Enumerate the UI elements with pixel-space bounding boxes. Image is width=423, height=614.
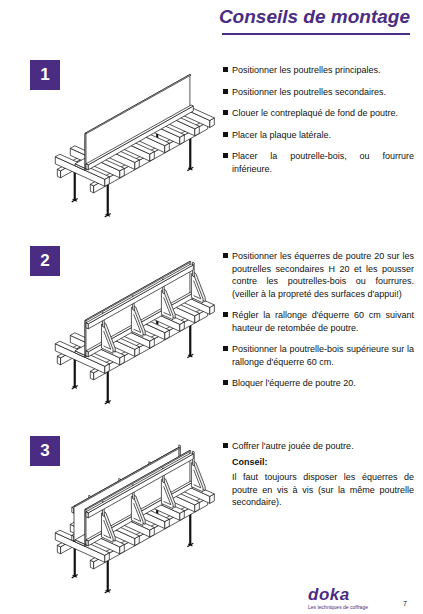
step-number: 1 bbox=[30, 60, 60, 90]
instruction-text: Clouer le contreplaqué de fond de poutre… bbox=[232, 107, 414, 120]
timber-upper bbox=[88, 265, 193, 329]
bullet-square bbox=[223, 346, 228, 351]
prop bbox=[107, 183, 109, 215]
beam-bracket bbox=[131, 307, 143, 336]
timber-upper bbox=[86, 453, 193, 513]
instruction-text: Placer la plaque latérale. bbox=[232, 129, 414, 142]
timber-upper bbox=[86, 264, 193, 324]
step-number-text: 3 bbox=[40, 441, 49, 461]
page-number: 7 bbox=[403, 600, 407, 607]
prop-foot bbox=[188, 168, 192, 170]
bullet-square bbox=[223, 380, 228, 385]
timber-lower bbox=[88, 482, 193, 546]
timber-lower bbox=[88, 106, 193, 170]
prop-foot bbox=[73, 575, 77, 577]
prop-foot bbox=[72, 199, 78, 202]
beam-bracket bbox=[131, 496, 143, 525]
prop-foot bbox=[72, 575, 78, 578]
prop bbox=[189, 513, 191, 545]
bracket-brace bbox=[194, 281, 201, 299]
bracket-brace bbox=[104, 331, 111, 349]
prop-foot bbox=[73, 199, 77, 201]
prop-foot bbox=[106, 214, 110, 216]
step-number-text: 2 bbox=[40, 251, 49, 271]
beam-bracket bbox=[191, 463, 203, 492]
bullet-square bbox=[223, 443, 228, 448]
prop-foot bbox=[106, 401, 110, 403]
advice-heading: Conseil: bbox=[232, 456, 414, 469]
bracket-brace bbox=[134, 503, 141, 521]
bracket-brace bbox=[104, 520, 111, 538]
title-rule bbox=[222, 33, 410, 35]
brand-tagline: Les techniques de coffrage bbox=[308, 604, 368, 610]
step-number: 3 bbox=[30, 436, 60, 466]
beam-bracket bbox=[102, 324, 114, 353]
prop-foot bbox=[105, 590, 111, 593]
prop bbox=[107, 559, 109, 591]
instruction-text: Coffrer l'autre jouée de poutre. bbox=[232, 440, 414, 453]
prop-foot bbox=[73, 386, 77, 388]
bracket-brace bbox=[164, 486, 171, 504]
prop-foot bbox=[188, 355, 192, 357]
instruction-text: Positionner les équerres de poutre 20 su… bbox=[232, 250, 414, 300]
bullet-square bbox=[223, 89, 228, 94]
beam-bracket bbox=[161, 479, 173, 508]
beam-bracket bbox=[102, 513, 114, 542]
brand-logo: doka bbox=[308, 585, 350, 605]
instruction-text: Bloquer l'équerre de poutre 20. bbox=[232, 377, 414, 390]
prop-foot bbox=[188, 544, 192, 546]
instruction-text: Placer la poutrelle-bois, ou fourrure in… bbox=[232, 150, 414, 175]
bullet-square bbox=[223, 253, 228, 258]
instruction-text: Positionner les poutrelles secondaires. bbox=[232, 86, 414, 99]
bracket-brace bbox=[164, 297, 171, 315]
prop bbox=[189, 137, 191, 169]
instruction-text: Positionner la poutrelle-bois supérieure… bbox=[232, 343, 414, 368]
beam-bracket bbox=[191, 274, 203, 303]
side-panel-edge bbox=[85, 133, 86, 169]
prop bbox=[189, 324, 191, 356]
instruction-text: Il faut toujours disposer les équerres d… bbox=[232, 471, 414, 509]
step-number-text: 1 bbox=[40, 65, 49, 85]
bullet-square bbox=[223, 153, 228, 158]
bullet-square bbox=[223, 110, 228, 115]
instruction-text: Positionner les poutrelles principales. bbox=[232, 64, 414, 77]
prop-foot bbox=[187, 354, 193, 357]
bracket-brace bbox=[194, 470, 201, 488]
page-title: Conseils de montage bbox=[219, 6, 410, 28]
timber-upper bbox=[88, 454, 193, 518]
timber-lower bbox=[88, 293, 193, 357]
prop-foot bbox=[72, 386, 78, 389]
bracket-brace bbox=[134, 314, 141, 332]
prop-foot bbox=[105, 214, 111, 217]
beam-bracket bbox=[161, 290, 173, 319]
prop bbox=[107, 370, 109, 402]
bullet-square bbox=[223, 312, 228, 317]
step-number: 2 bbox=[30, 246, 60, 276]
bullet-square bbox=[223, 132, 228, 137]
prop-foot bbox=[187, 167, 193, 170]
side-panel-edge bbox=[85, 75, 191, 134]
prop-foot bbox=[105, 401, 111, 404]
prop-foot bbox=[106, 590, 110, 592]
prop-foot bbox=[187, 543, 193, 546]
instruction-text: Régler la rallonge d'équerre 60 cm suiva… bbox=[232, 309, 414, 334]
timber-lower bbox=[86, 105, 193, 165]
bullet-square bbox=[223, 67, 228, 72]
